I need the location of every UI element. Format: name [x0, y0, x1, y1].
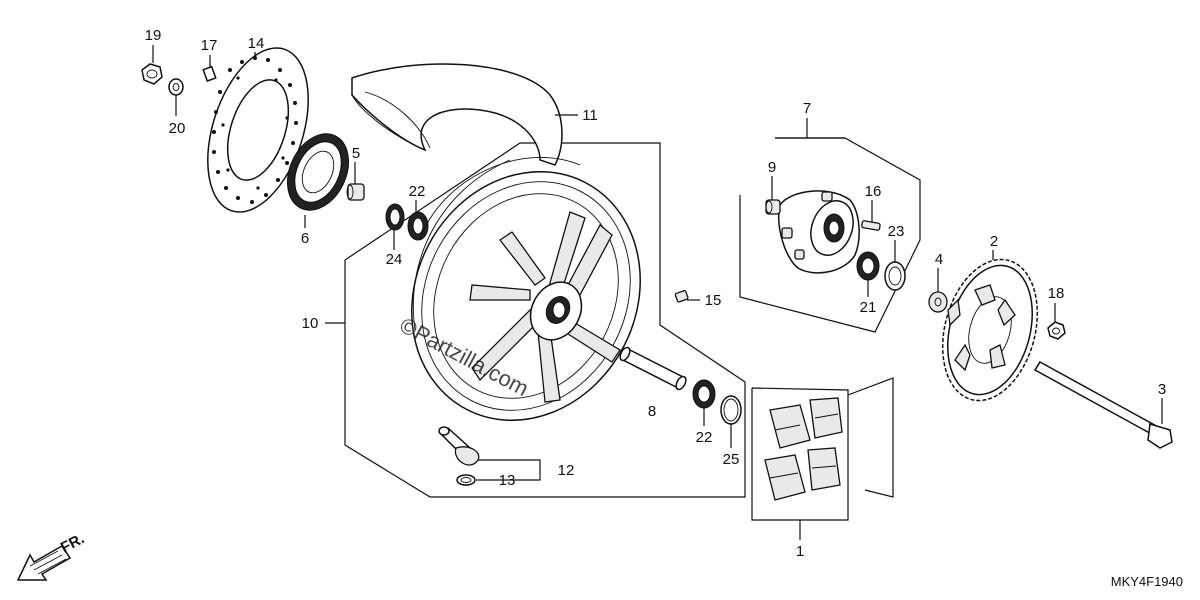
label-part-23: 23: [888, 223, 905, 240]
label-part-10: 10: [302, 315, 319, 332]
label-part-24: 24: [386, 251, 403, 268]
assembly-outline-hub: [739, 137, 921, 333]
disc-nut[interactable]: [141, 63, 163, 85]
sprocket-nut[interactable]: [1047, 321, 1066, 340]
bearing-left-inner[interactable]: [407, 211, 429, 241]
label-part-14: 14: [248, 35, 265, 52]
leader-lines: [152, 45, 1163, 481]
rear-wheel[interactable]: [369, 131, 683, 460]
flange-seal[interactable]: [884, 261, 906, 291]
label-part-22-right: 22: [696, 429, 713, 446]
label-part-1: 1: [796, 543, 804, 560]
label-part-6: 6: [301, 230, 309, 247]
wheel-dampers[interactable]: [764, 397, 843, 501]
rear-axle[interactable]: [1033, 361, 1173, 449]
label-part-17: 17: [201, 37, 218, 54]
diagram-code: MKY4F1940: [1111, 574, 1183, 589]
label-part-13: 13: [499, 472, 516, 489]
label-part-2: 2: [990, 233, 998, 250]
driven-flange[interactable]: [778, 190, 861, 274]
label-part-4: 4: [935, 251, 943, 268]
flange-stud[interactable]: [861, 220, 881, 231]
tire-valve[interactable]: [438, 426, 480, 466]
label-part-3: 3: [1158, 381, 1166, 398]
dust-seal[interactable]: [276, 124, 361, 220]
rear-sprocket[interactable]: [928, 249, 1052, 411]
label-part-21: 21: [860, 299, 877, 316]
label-part-20: 20: [169, 120, 186, 137]
bearing-right[interactable]: [692, 379, 716, 409]
axle-sleeve[interactable]: [618, 346, 688, 391]
assembly-outline-dampers: [751, 377, 894, 540]
sprocket-collar[interactable]: [928, 291, 948, 313]
assembly-outline-wheel: [325, 142, 746, 498]
label-part-18: 18: [1048, 285, 1065, 302]
label-part-7: 7: [803, 100, 811, 117]
label-part-8: 8: [648, 403, 656, 420]
front-direction-arrow: [16, 545, 72, 581]
label-part-11: 11: [582, 107, 598, 124]
label-part-22-left: 22: [409, 183, 426, 200]
label-part-12: 12: [558, 462, 575, 479]
label-part-9: 9: [768, 159, 776, 176]
o-ring[interactable]: [720, 395, 742, 425]
tire[interactable]: [351, 63, 563, 166]
flange-bearing[interactable]: [856, 251, 880, 281]
collar-left[interactable]: [346, 183, 365, 201]
label-part-5: 5: [352, 145, 360, 162]
hub-pin[interactable]: [674, 289, 689, 303]
label-part-15: 15: [705, 292, 722, 309]
brake-disc[interactable]: [189, 35, 327, 224]
disc-washer[interactable]: [168, 78, 184, 96]
flange-collar[interactable]: [765, 199, 781, 215]
label-part-16: 16: [865, 183, 882, 200]
label-part-19: 19: [145, 27, 162, 44]
bearing-left-outer[interactable]: [385, 203, 405, 231]
label-part-25: 25: [723, 451, 740, 468]
valve-o-ring[interactable]: [456, 474, 476, 486]
